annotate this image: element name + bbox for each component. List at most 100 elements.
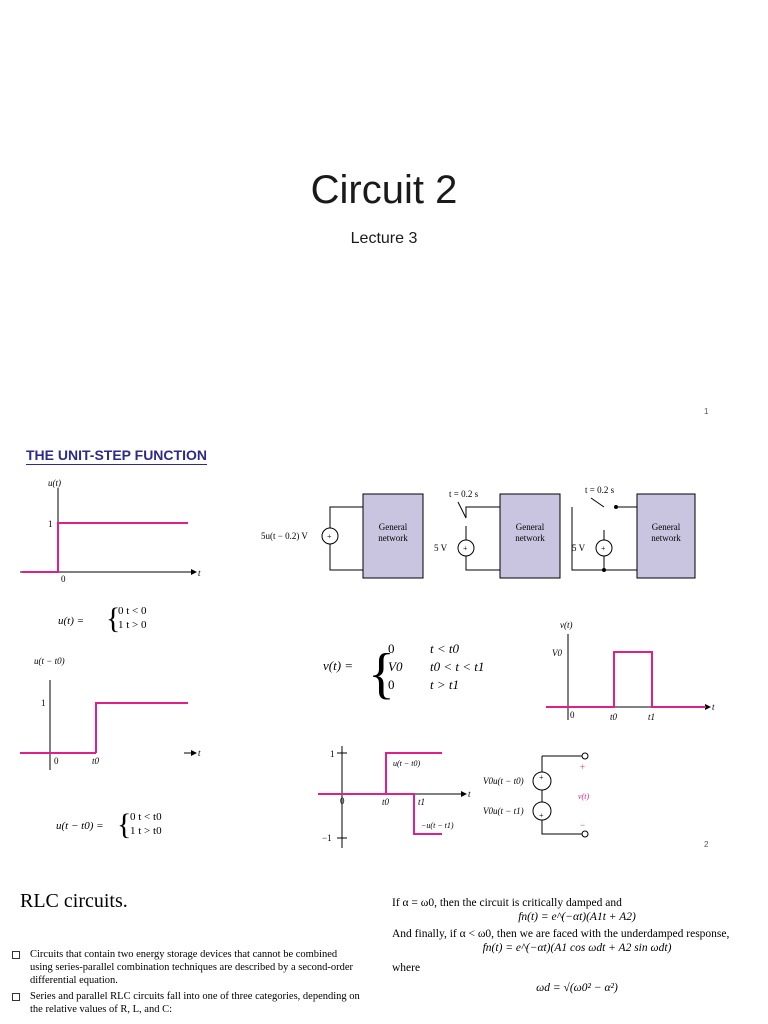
x-axis-label: t [198, 568, 201, 578]
upper-trace-label: u(t − t0) [393, 759, 421, 768]
network-label: General [379, 522, 408, 532]
equation: fn(t) = e^(−αt)(A1 cos ωdt + A2 sin ωdt) [482, 942, 672, 954]
circuit-step-source: General network + 5u(t − 0.2) V [261, 493, 424, 579]
voltage-source-icon [532, 801, 552, 821]
wire [571, 507, 637, 571]
list-item: Series and parallel RLC circuits fall in… [10, 990, 360, 1016]
terminal-icon [581, 752, 589, 760]
equation-row: 0 t < t0 [130, 811, 162, 823]
wire [541, 820, 582, 835]
unit-step-plot: u(t) 1 0 t [20, 478, 201, 584]
slide-title: RLC circuits. [20, 890, 128, 912]
y-axis-label: u(t) [48, 478, 61, 488]
series-sources-circuit: + + V0u(t − t0) V0u(t − t1) + v(t) − [483, 752, 589, 838]
text-line: If α = ω0, then the circuit is criticall… [392, 897, 622, 909]
equation-row: 1 t > 0 [118, 619, 147, 631]
slide-subtitle: Lecture 3 [350, 230, 418, 247]
source-label: 5u(t − 0.2) V [261, 531, 308, 541]
equation-lhs: u(t − t0) = [56, 820, 104, 832]
t0-label: t0 [382, 797, 390, 807]
circuit-switch-transfer: General network + t = 0.2 s 5 V [571, 485, 696, 579]
origin-label: 0 [54, 756, 59, 766]
unit-step-figures: u(t) 1 0 t u(t) = { 0 t < 0 1 t > 0 u(t … [20, 478, 715, 848]
y-axis-label: u(t − t0) [34, 656, 65, 666]
text-line: And finally, if α < ω0, then we are face… [392, 928, 730, 940]
plus-terminal-label: + [580, 762, 585, 772]
switch-time-label: t = 0.2 s [585, 485, 615, 495]
shifted-step-plot: u(t − t0) 1 0 t0 t [20, 656, 201, 770]
bullet-text: Series and parallel RLC circuits fall in… [30, 991, 360, 1015]
t1-label: t1 [418, 797, 425, 807]
equation-row-value: V0 [388, 659, 403, 674]
voltage-source-icon [532, 771, 552, 791]
tick-label-one: 1 [330, 749, 335, 759]
pulse-equation: v(t) = { 0 t < t0 V0 t0 < t < t1 0 t > t… [323, 641, 484, 705]
negative-step-trace [386, 793, 442, 835]
output-label: v(t) [578, 792, 589, 801]
tick-label-one: 1 [48, 519, 53, 529]
plus-icon: + [601, 544, 606, 553]
network-label: network [515, 533, 545, 543]
source-label: 5 V [434, 543, 448, 553]
t0-label: t0 [610, 712, 618, 722]
node-dot [614, 505, 618, 509]
t0-label: t0 [92, 756, 100, 766]
node-dot [602, 568, 606, 572]
wire [329, 544, 363, 571]
plus-icon: + [327, 532, 332, 541]
network-label: General [652, 522, 681, 532]
rlc-slide: RLC circuits. Circuits that contain two … [0, 860, 768, 1024]
bullet-list: Circuits that contain two energy storage… [10, 948, 360, 1019]
wire [465, 506, 500, 518]
x-axis-label: t [198, 748, 201, 758]
switch-icon [590, 497, 605, 508]
voltage-source-icon [595, 539, 613, 557]
equation-row: 1 t > t0 [130, 825, 162, 837]
general-network-box [636, 493, 696, 579]
pulse-plot: v(t) V0 0 t0 t1 t [546, 620, 715, 722]
step-trace [22, 522, 188, 573]
switch-icon [457, 501, 467, 519]
equation-row-condition: t0 < t < t1 [430, 659, 484, 674]
slide-title: Circuit 2 [310, 168, 458, 212]
network-label: network [651, 533, 681, 543]
equation-row-value: 0 [388, 677, 395, 692]
tick-label-minus-one: −1 [322, 833, 332, 843]
origin-label: 0 [61, 574, 66, 584]
pulse-decomposition-plot: 1 −1 0 t0 t1 t u(t − t0) −u(t − t1) [318, 746, 471, 848]
plus-icon: + [539, 773, 544, 782]
t1-label: t1 [648, 712, 655, 722]
checkbox-bullet-icon [12, 951, 20, 959]
y-axis-label: v(t) [560, 620, 573, 630]
lower-trace-label: −u(t − t1) [421, 821, 454, 830]
brace-glyph: { [368, 643, 395, 705]
text-line: where [392, 962, 421, 974]
terminal-icon [581, 830, 589, 838]
pulse-trace [546, 651, 706, 708]
equation: ωd = √(ω0² − α²) [536, 982, 618, 994]
minus-terminal-label: − [580, 820, 585, 830]
x-axis-label: t [712, 702, 715, 712]
brace-glyph: { [106, 602, 120, 635]
wire [465, 556, 500, 571]
origin-label: 0 [570, 710, 575, 720]
checkbox-bullet-icon [12, 993, 20, 1001]
shifted-step-equation: u(t − t0) = { 0 t < t0 1 t > t0 [56, 808, 162, 841]
switch-time-label: t = 0.2 s [449, 489, 479, 499]
damping-cases: If α = ω0, then the circuit is criticall… [392, 896, 762, 995]
plus-icon: + [463, 544, 468, 553]
equation-row-value: 0 [388, 641, 395, 656]
title-slide: Circuit 2 Lecture 3 1 [0, 0, 768, 430]
page-number: 1 [704, 407, 709, 416]
page-number: 2 [704, 840, 709, 849]
slide-heading: THE UNIT-STEP FUNCTION [26, 447, 207, 465]
origin-label: 0 [340, 796, 345, 806]
list-item: Circuits that contain two energy storage… [10, 948, 360, 987]
plus-icon: + [539, 811, 544, 820]
equation-row: 0 t < 0 [118, 605, 147, 617]
unit-step-equation: u(t) = { 0 t < 0 1 t > 0 [58, 602, 147, 635]
equation-lhs: v(t) = [323, 658, 353, 673]
equation: fn(t) = e^(−αt)(A1t + A2) [518, 911, 636, 923]
source-label: 5 V [572, 543, 586, 553]
equation-lhs: u(t) = [58, 615, 84, 627]
